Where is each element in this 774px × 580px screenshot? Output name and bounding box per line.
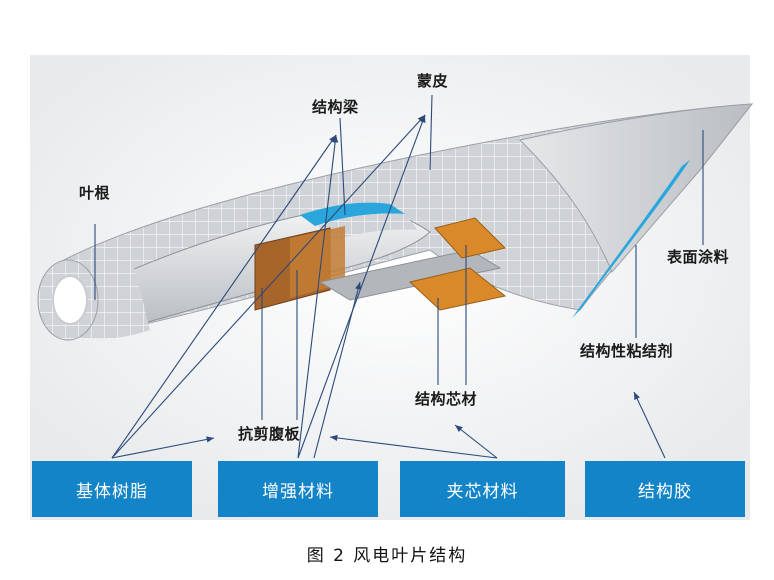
arrow-heads (206, 115, 640, 443)
lower-plate (318, 249, 502, 301)
label-surface-coating: 表面涂料 (667, 248, 730, 266)
label-core-material: 结构芯材 (415, 390, 478, 408)
label-spar-cap: 结构梁 (312, 98, 359, 116)
label-shear-web: 抗剪腹板 (238, 425, 301, 443)
arrow-head (332, 135, 339, 143)
leader-lines (94, 94, 704, 459)
arrow-head (355, 282, 362, 290)
category-box-reinforcement: 增强材料 (218, 461, 378, 517)
arrow-head (419, 115, 426, 123)
arrow-head (330, 434, 338, 442)
category-box-matrix-resin: 基体树脂 (32, 461, 192, 517)
core-lower (408, 267, 507, 311)
category-box-structural-adhesive: 结构胶 (585, 461, 745, 517)
label-structural-adhesive: 结构性粘结剂 (580, 342, 674, 360)
label-blade-root: 叶根 (79, 184, 111, 202)
arrow-head (634, 392, 640, 400)
root-inner-hole (52, 275, 88, 325)
arrow-head (206, 436, 214, 443)
figure-caption: 图 2 风电叶片结构 (306, 546, 468, 566)
adhesive-edge (572, 160, 690, 318)
arrow-head (455, 425, 463, 433)
arrow-head (417, 115, 425, 123)
blade-tip-coating (519, 103, 754, 273)
label-skin: 蒙皮 (417, 72, 449, 90)
core-upper (434, 217, 506, 259)
category-box-core-material: 夹芯材料 (400, 461, 565, 517)
